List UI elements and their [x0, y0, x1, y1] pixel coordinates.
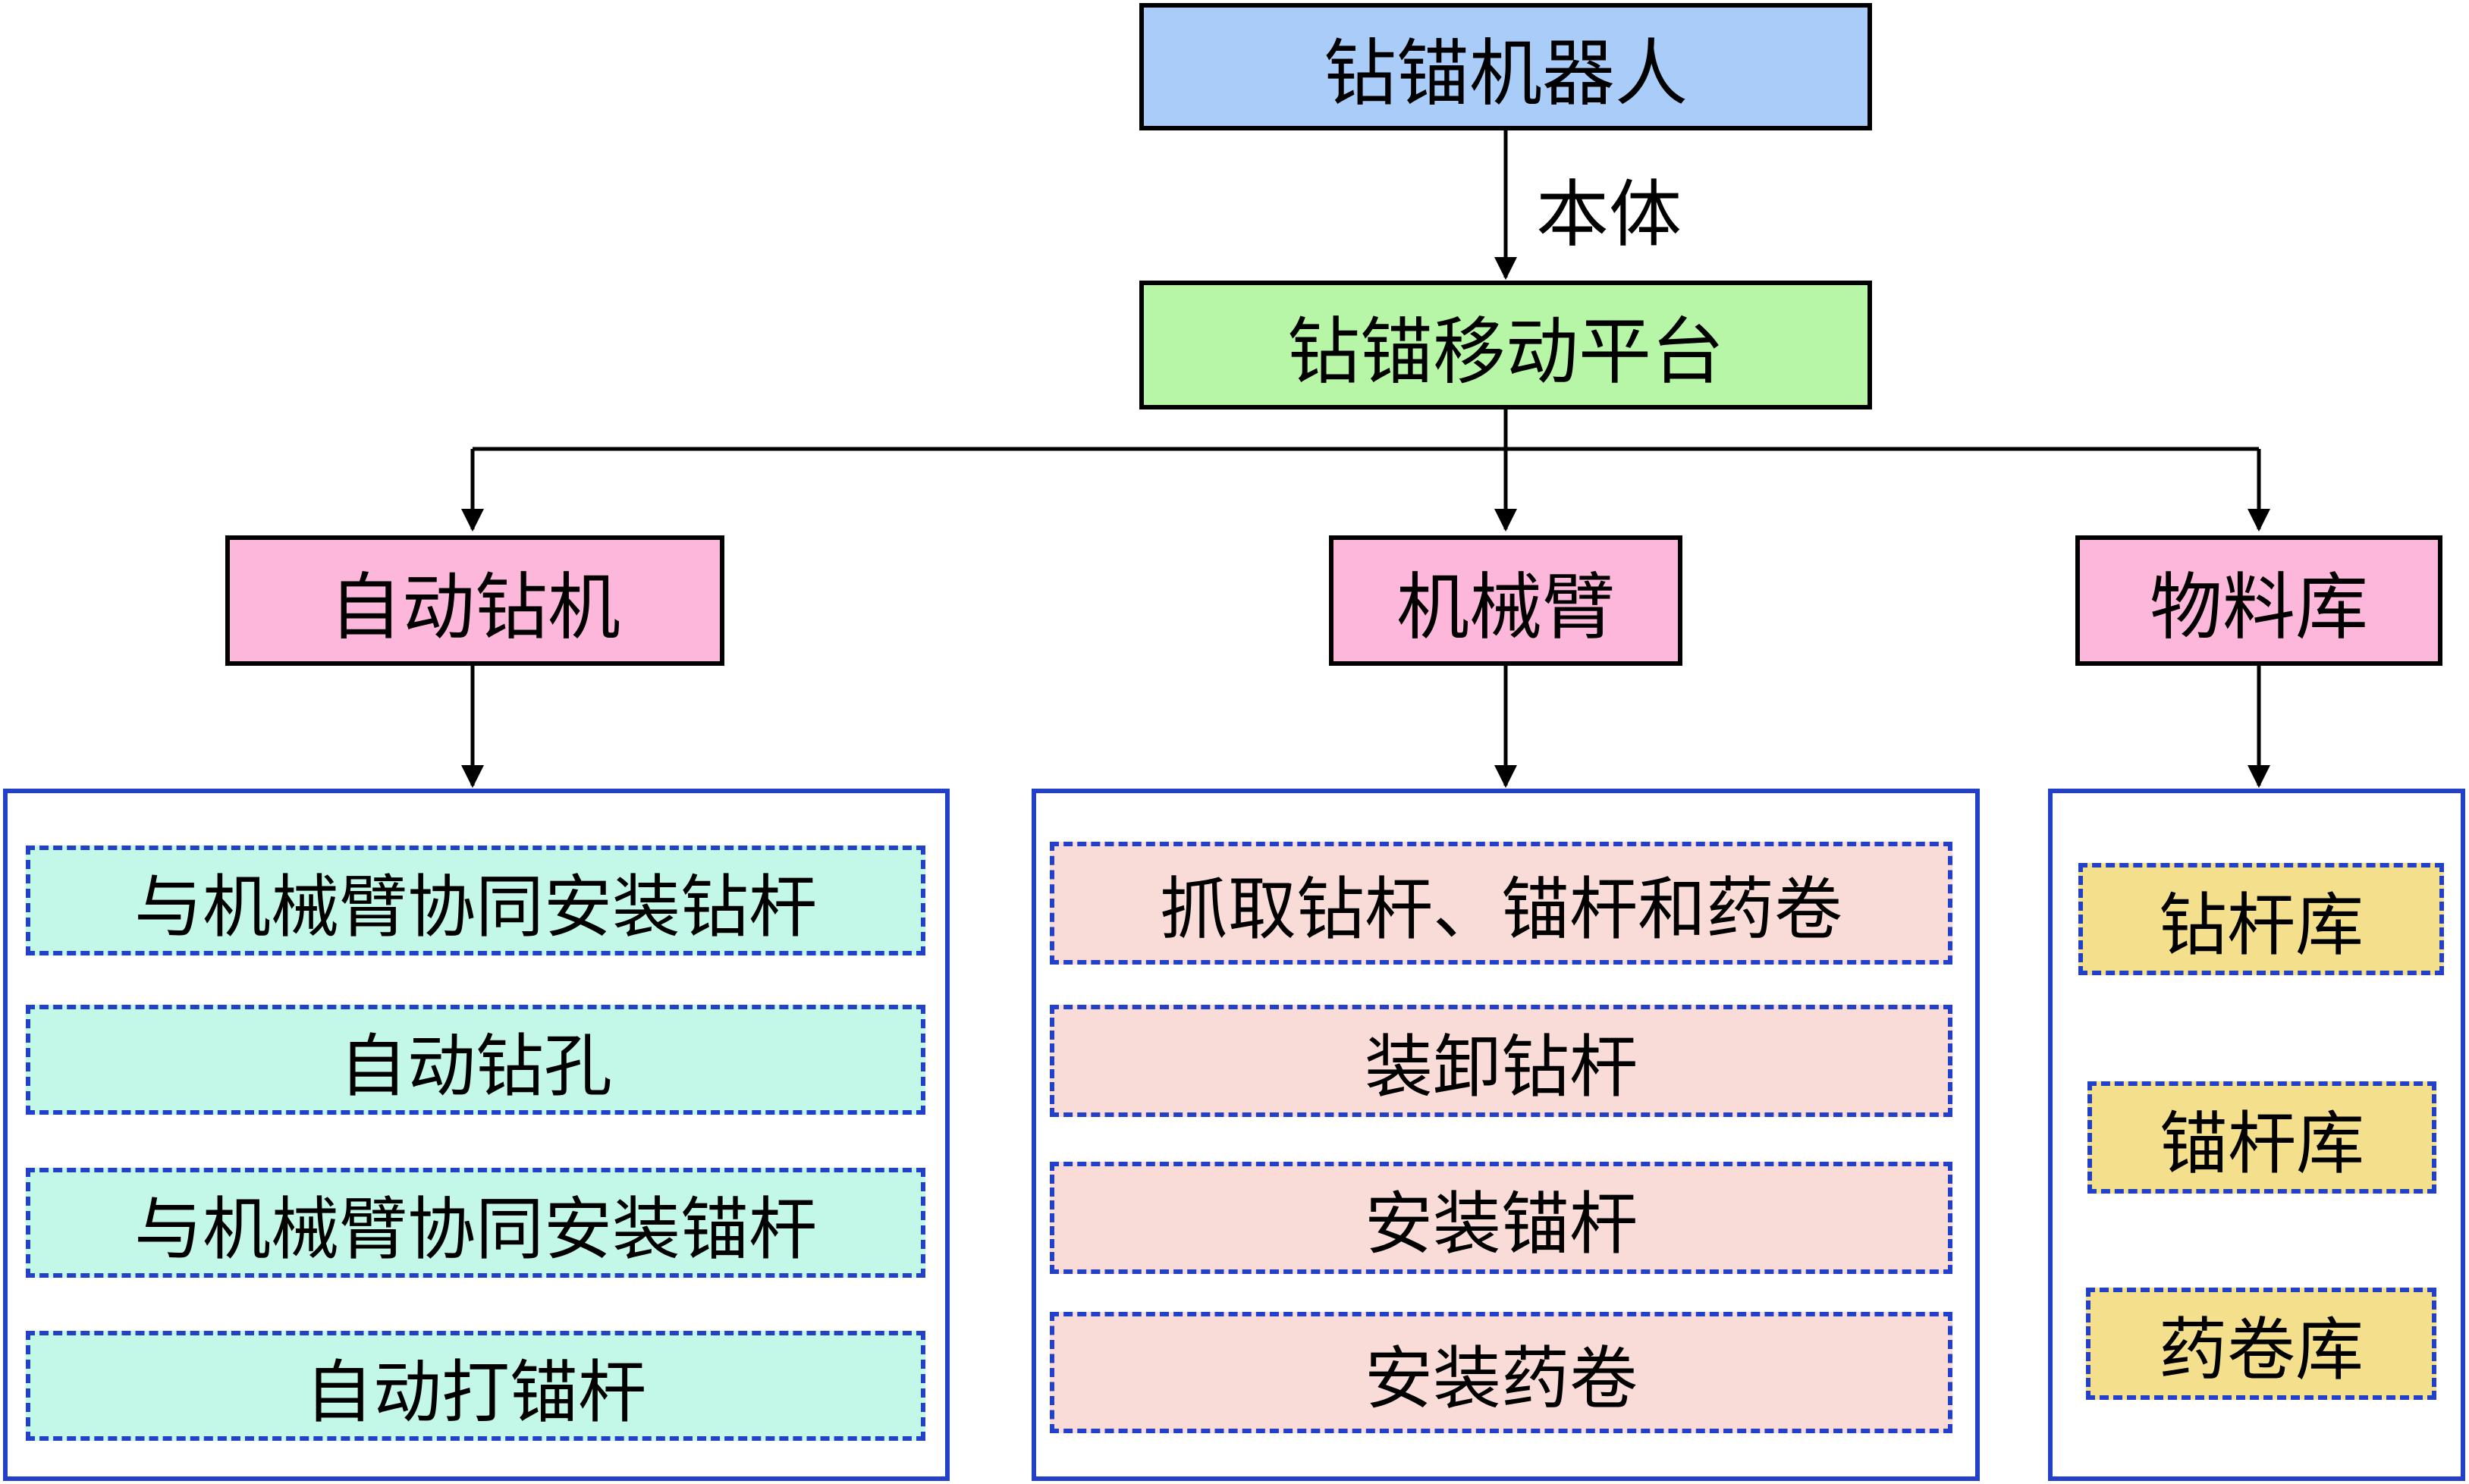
module-arm: 机械臂 — [1329, 535, 1682, 666]
drill-function-4: 自动打锚杆 — [26, 1331, 925, 1441]
arm-function-4-label: 安装药卷 — [1365, 1339, 1638, 1419]
arm-function-3-label: 安装锚杆 — [1365, 1184, 1638, 1264]
arm-function-3: 安装锚杆 — [1050, 1162, 1952, 1274]
arm-function-2: 装卸钻杆 — [1050, 1005, 1952, 1117]
drill-function-4-label: 自动打锚杆 — [305, 1352, 646, 1432]
arm-function-1: 抓取钻杆、锚杆和药卷 — [1050, 842, 1952, 965]
root-label: 钻锚机器人 — [1324, 30, 1688, 116]
storage-function-3: 药卷库 — [2086, 1288, 2436, 1400]
platform-label: 钻锚移动平台 — [1287, 309, 1724, 394]
drill-function-2-label: 自动钻孔 — [339, 1026, 612, 1106]
module-drill: 自动钻机 — [225, 535, 724, 666]
drill-function-1: 与机械臂协同安装钻杆 — [26, 846, 925, 955]
storage-function-3-label: 药卷库 — [2159, 1310, 2364, 1390]
drill-function-1-label: 与机械臂协同安装钻杆 — [134, 867, 817, 947]
root-node: 钻锚机器人 — [1139, 3, 1872, 130]
storage-function-2-label: 锚杆库 — [2160, 1104, 2364, 1184]
storage-function-1: 钻杆库 — [2078, 863, 2444, 975]
arm-function-1-label: 抓取钻杆、锚杆和药卷 — [1160, 870, 1842, 949]
storage-function-1-label: 钻杆库 — [2159, 886, 2364, 965]
arm-function-2-label: 装卸钻杆 — [1365, 1028, 1638, 1107]
arm-function-4: 安装药卷 — [1050, 1312, 1952, 1433]
edge-label: 本体 — [1536, 172, 1682, 257]
module-arm-label: 机械臂 — [1396, 564, 1615, 650]
module-storage: 物料库 — [2075, 535, 2442, 666]
drill-function-2: 自动钻孔 — [26, 1005, 925, 1115]
drill-function-3: 与机械臂协同安装锚杆 — [26, 1168, 925, 1278]
platform-node: 钻锚移动平台 — [1139, 281, 1872, 409]
module-drill-label: 自动钻机 — [329, 564, 620, 650]
drill-function-3-label: 与机械臂协同安装锚杆 — [134, 1189, 817, 1269]
storage-function-2: 锚杆库 — [2087, 1081, 2436, 1194]
module-storage-label: 物料库 — [2150, 564, 2368, 650]
